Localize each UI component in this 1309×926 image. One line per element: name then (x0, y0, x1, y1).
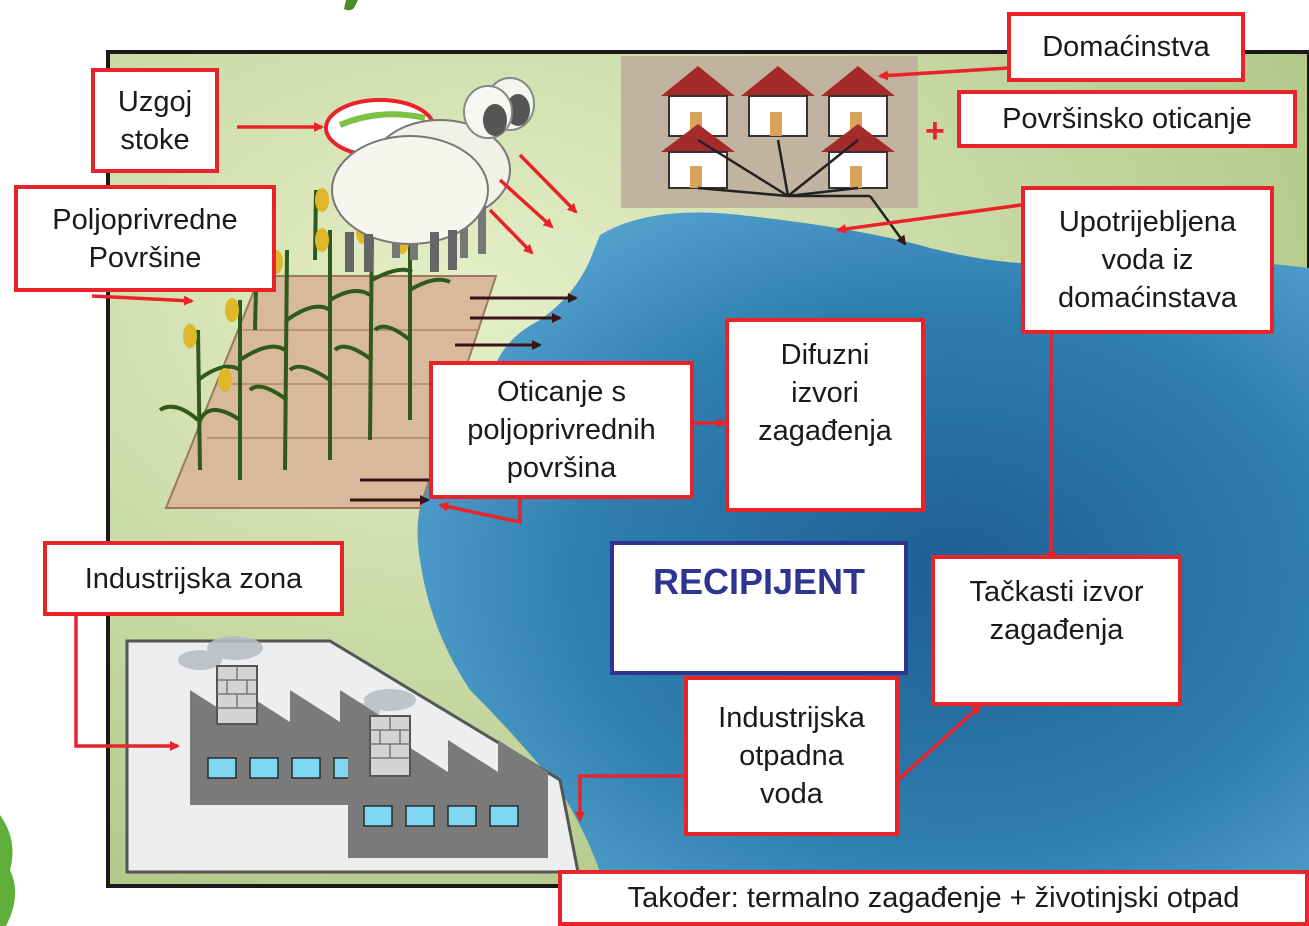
connector-arrows (74, 66, 1056, 822)
label-uzgoj-stoke: Uzgoj stoke (91, 68, 219, 173)
chimney-icon (216, 665, 258, 725)
label-upotrijebljena-voda: Upotrijebljena voda iz domaćinstava (1021, 186, 1274, 334)
sewer-lines (697, 138, 907, 246)
label-tackasti-izvor: Tačkasti izvor zagađenja (931, 555, 1182, 706)
field-rows (207, 329, 478, 439)
label-industrijska-otpadna-voda: Industrijska otpadna voda (684, 676, 899, 836)
sheep-icon (331, 85, 513, 272)
house-icon (741, 66, 815, 137)
label-poljoprivredne-povrsine: Poljoprivredne Površine (14, 185, 276, 292)
leaf-decoration (0, 815, 16, 926)
label-recipijent: RECIPIJENT (610, 541, 908, 675)
feed-grass (338, 111, 426, 128)
plus-sign: + (925, 112, 945, 150)
label-domacinstva: Domaćinstva (1007, 12, 1245, 82)
label-industrijska-zona: Industrijska zona (43, 541, 344, 616)
label-difuzni-izvori: Difuzni izvori zagađenja (725, 318, 925, 512)
house-icon (661, 66, 735, 137)
livestock-runoff-arrows (488, 153, 578, 255)
label-oticanje-poljoprivrednih: Oticanje s poljoprivrednih površina (429, 361, 694, 499)
title-fragment (344, 0, 358, 11)
label-takoder: Također: termalno zagađenje + životinjsk… (558, 870, 1309, 926)
label-povrsinsko-oticanje: Površinsko oticanje (957, 90, 1297, 148)
chimney-icon (369, 715, 411, 777)
